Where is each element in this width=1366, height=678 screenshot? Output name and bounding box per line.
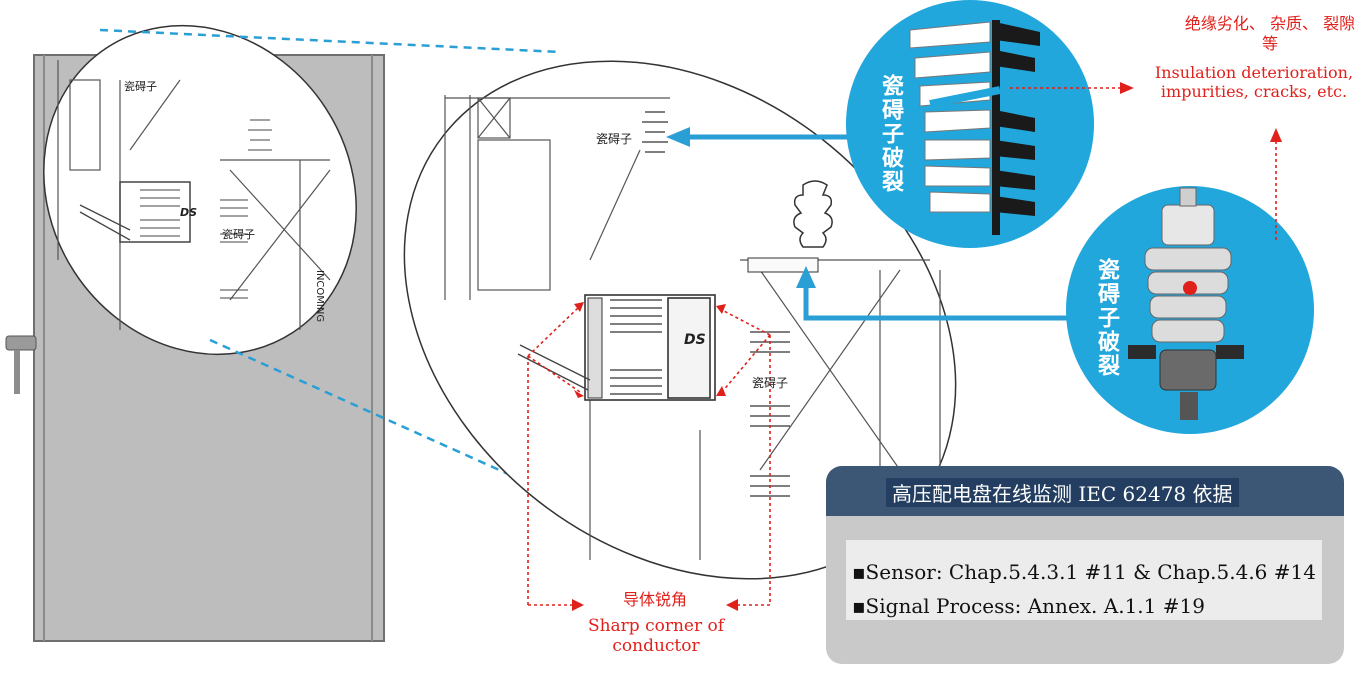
signal-process-reference: ▪Signal Process: Annex. A.1.1 #19 bbox=[852, 594, 1205, 618]
insulator-label-small-2: 瓷碍子 bbox=[222, 228, 255, 241]
sharp-corner-label-en: Sharp corner of conductor bbox=[587, 616, 725, 657]
insulation-label-en: Insulation deterioration, impurities, cr… bbox=[1154, 63, 1354, 101]
bubble2-label: 瓷碍子破裂 bbox=[1094, 258, 1119, 378]
insulator-crack-bubble-2 bbox=[1066, 186, 1314, 434]
panel-body: ▪Sensor: Chap.5.4.3.1 #11 & Chap.5.4.6 #… bbox=[846, 540, 1322, 620]
insulator-label-large-1: 瓷碍子 bbox=[596, 132, 633, 146]
small-magnified-view bbox=[43, 24, 357, 356]
ds-label-large: DS bbox=[684, 332, 706, 348]
red-indicator-lines bbox=[527, 87, 1277, 606]
panel-title-bar: 高压配电盘在线监测 IEC 62478 依据 bbox=[826, 466, 1344, 516]
sharp-corner-label-cn: 导体锐角 bbox=[622, 590, 687, 609]
insulator-label-large-2: 瓷碍子 bbox=[752, 376, 789, 390]
incoming-label: INCOMING bbox=[314, 270, 325, 323]
insulator-crack-bubble-1 bbox=[846, 0, 1094, 248]
ds-label-small: DS bbox=[180, 206, 198, 219]
bubble1-label: 瓷碍子破裂 bbox=[878, 74, 903, 194]
red-arrowheads bbox=[572, 82, 1282, 611]
panel-title: 高压配电盘在线监测 IEC 62478 依据 bbox=[886, 478, 1239, 507]
iec-info-panel: 高压配电盘在线监测 IEC 62478 依据 ▪Sensor: Chap.5.4… bbox=[826, 466, 1344, 664]
insulation-label-cn: 绝缘劣化、 杂质、 裂隙等 bbox=[1184, 14, 1356, 53]
sensor-reference: ▪Sensor: Chap.5.4.3.1 #11 & Chap.5.4.6 #… bbox=[852, 560, 1316, 584]
insulator-label-small-1: 瓷碍子 bbox=[124, 80, 157, 93]
